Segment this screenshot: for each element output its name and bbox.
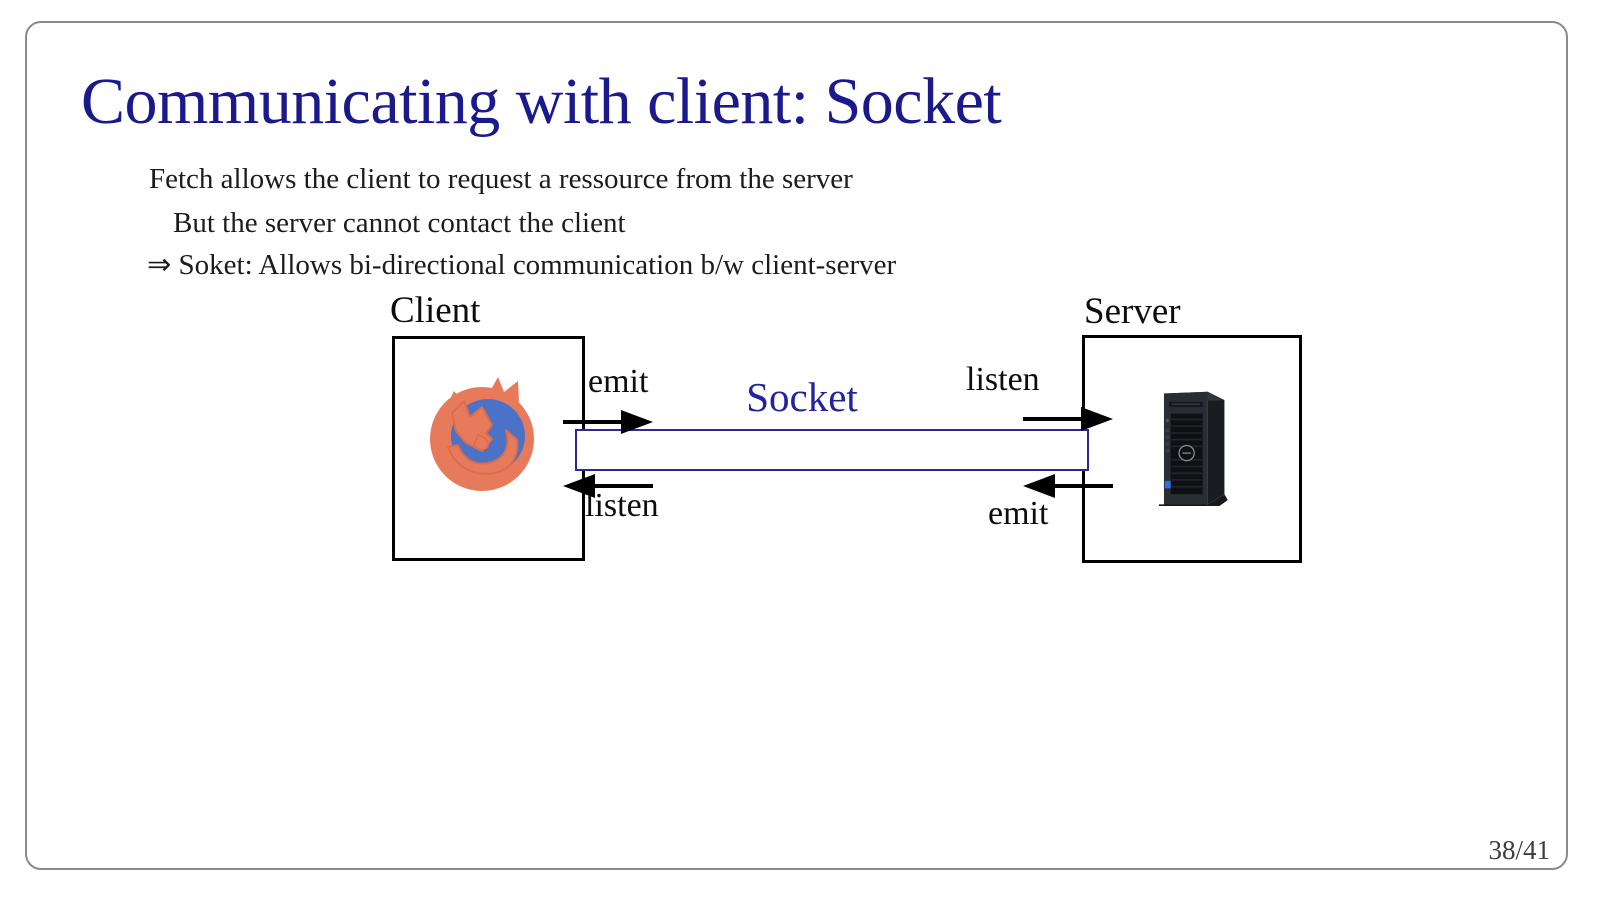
client-box-label: Client [390, 290, 481, 331]
client-listen-label: listen [585, 487, 659, 524]
server-listen-label: listen [966, 361, 1040, 398]
dell-tower-server-icon [1158, 391, 1228, 506]
server-emit-arrow [1023, 474, 1113, 498]
server-emit-label: emit [988, 495, 1049, 532]
client-listen-arrow [563, 474, 653, 498]
socket-label: Socket [746, 374, 858, 420]
client-server-socket-diagram: Client Server [27, 23, 1600, 902]
slide-title: Communicating with client: Socket [81, 65, 1002, 138]
body-line-fetch: Fetch allows the client to request a res… [149, 163, 853, 195]
body-line-server-cannot-contact: But the server cannot contact the client [173, 207, 626, 239]
firefox-logo-icon [430, 377, 534, 491]
client-emit-label: emit [588, 363, 649, 400]
server-box-label: Server [1084, 291, 1181, 332]
page-number: 38/41 [1488, 835, 1550, 865]
slide-frame: Communicating with client: Socket Fetch … [25, 21, 1568, 870]
server-listen-arrow [1023, 407, 1113, 431]
body-line-socket-conclusion: ⇒ Soket: Allows bi-directional communica… [147, 249, 897, 281]
client-emit-arrow [563, 410, 653, 434]
socket-pipe [575, 429, 1089, 471]
